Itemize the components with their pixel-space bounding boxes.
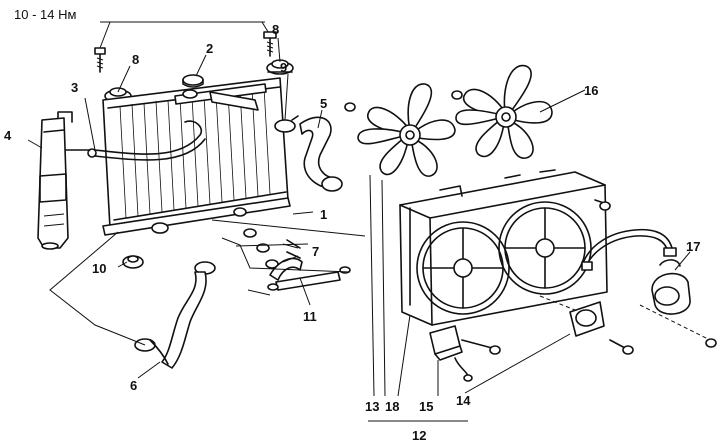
torque-note: 10 - 14 Нм xyxy=(14,7,76,22)
callout-9: 9 xyxy=(280,60,287,75)
callout-1: 1 xyxy=(320,207,327,222)
upper-radiator-hose xyxy=(299,116,343,192)
callout-2: 2 xyxy=(206,41,213,56)
radiator xyxy=(102,77,291,236)
callout-11: 11 xyxy=(303,309,317,324)
fan-resistor xyxy=(539,295,634,355)
callout-13: 13 xyxy=(365,399,379,414)
coolant-reservoir xyxy=(37,111,91,250)
fan-nuts xyxy=(344,88,463,112)
callout-18: 18 xyxy=(385,399,399,414)
fan-wiring-harness xyxy=(581,228,677,271)
cooling-fan-left xyxy=(357,83,456,177)
callout-8-right: 8 xyxy=(272,22,279,37)
fan-relay xyxy=(429,325,501,382)
fan-shroud xyxy=(399,169,608,326)
callout-17: 17 xyxy=(686,239,700,254)
torque-leaders xyxy=(99,21,271,49)
cooling-fan-right xyxy=(455,64,553,159)
callout-5: 5 xyxy=(320,96,327,111)
callout-3: 3 xyxy=(71,80,78,95)
transmission-cooler-pipe xyxy=(267,257,341,291)
callout-12: 12 xyxy=(412,428,426,443)
callout-8-left: 8 xyxy=(132,52,139,67)
radiator-cap xyxy=(182,74,204,88)
overflow-hose xyxy=(87,120,206,161)
fan-motor xyxy=(639,259,717,348)
callout-16: 16 xyxy=(584,83,598,98)
fittings-group xyxy=(243,228,351,274)
radiator-bolt-left xyxy=(94,47,106,73)
callout-7: 7 xyxy=(312,244,319,259)
callout-6: 6 xyxy=(130,378,137,393)
radiator-bolt-right xyxy=(263,31,277,57)
callout-4: 4 xyxy=(4,128,12,143)
lower-radiator-hose xyxy=(134,261,216,369)
callout-10: 10 xyxy=(92,261,106,276)
shroud-bolt xyxy=(594,199,611,211)
callout-15: 15 xyxy=(419,399,433,414)
callout-labels: 4 3 2 8 8 9 5 1 10 7 11 6 16 17 13 18 15… xyxy=(4,22,700,443)
callout-leaders xyxy=(27,37,691,422)
assembly-guides xyxy=(49,219,366,346)
callout-14: 14 xyxy=(456,393,471,408)
drain-plug xyxy=(122,255,144,269)
